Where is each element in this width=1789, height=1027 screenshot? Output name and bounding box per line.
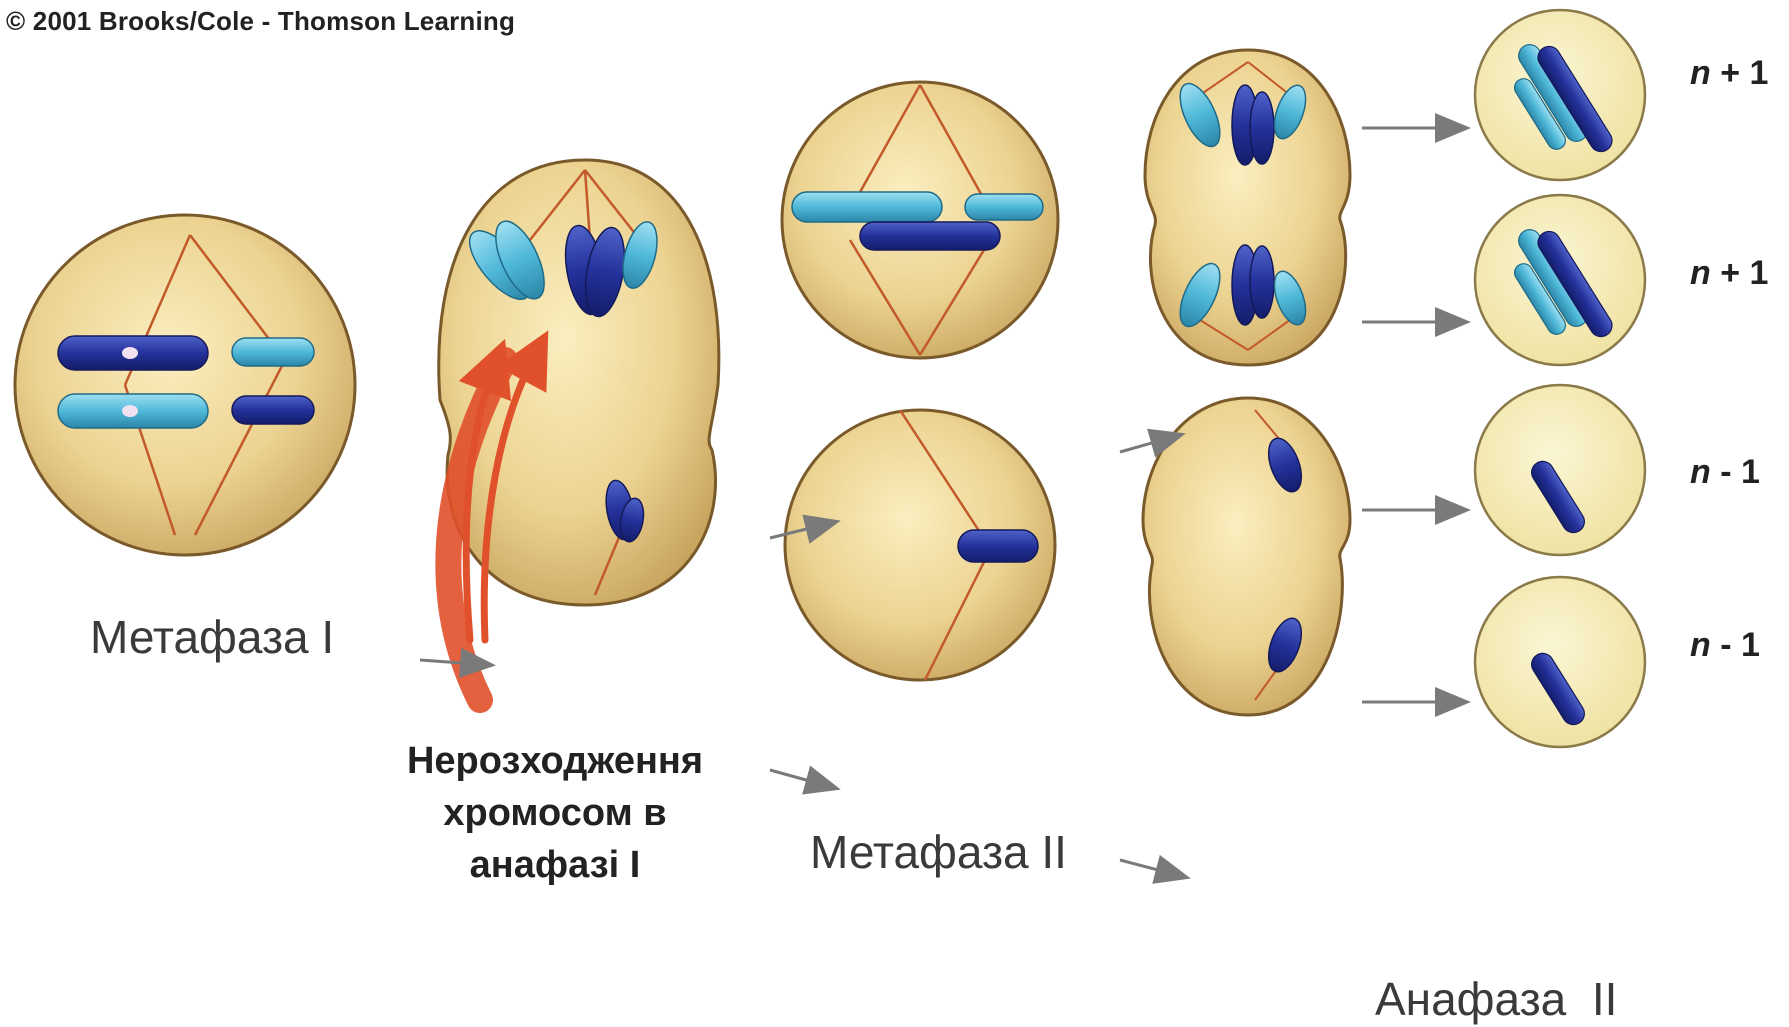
label-anaphase-2: Анафаза II <box>1375 972 1617 1026</box>
arrow <box>1120 860 1185 877</box>
ploidy-rest: - 1 <box>1711 453 1760 491</box>
ploidy-n: n <box>1690 626 1711 664</box>
daughter-cell-2 <box>1475 195 1645 365</box>
label-metaphase-1: Метафаза I <box>90 610 334 664</box>
ploidy-rest: - 1 <box>1711 626 1760 664</box>
ploidy-label-2: n + 1 <box>1690 254 1768 293</box>
label-nondisjunction: Нерозходження хромосом в анафазі I <box>360 735 750 891</box>
cell-anaphase-1 <box>439 160 719 700</box>
label-metaphase-2: Метафаза II <box>810 825 1067 879</box>
cell-metaphase-2-top <box>782 82 1058 358</box>
cell-anaphase-2-bottom <box>1143 398 1350 715</box>
cell-metaphase-2-bottom <box>785 410 1055 680</box>
ploidy-label-3: n - 1 <box>1690 453 1760 492</box>
ploidy-rest: + 1 <box>1711 254 1769 292</box>
label-nondisjunction-line-1: Нерозходження <box>360 735 750 787</box>
ploidy-n: n <box>1690 254 1711 292</box>
ploidy-n: n <box>1690 453 1711 491</box>
arrow <box>770 770 835 788</box>
ploidy-n: n <box>1690 54 1711 92</box>
copyright-text: © 2001 Brooks/Cole - Thomson Learning <box>6 6 515 37</box>
ploidy-rest: + 1 <box>1711 54 1769 92</box>
label-nondisjunction-line-2: хромосом в <box>360 787 750 839</box>
daughter-cell-1 <box>1475 10 1645 180</box>
cell-metaphase-1 <box>15 215 355 555</box>
ploidy-label-1: n + 1 <box>1690 54 1768 93</box>
daughter-cell-3 <box>1475 385 1645 555</box>
label-nondisjunction-line-3: анафазі I <box>360 839 750 891</box>
daughter-cell-4 <box>1475 577 1645 747</box>
cell-anaphase-2-top <box>1145 50 1350 365</box>
ploidy-label-4: n - 1 <box>1690 626 1760 665</box>
